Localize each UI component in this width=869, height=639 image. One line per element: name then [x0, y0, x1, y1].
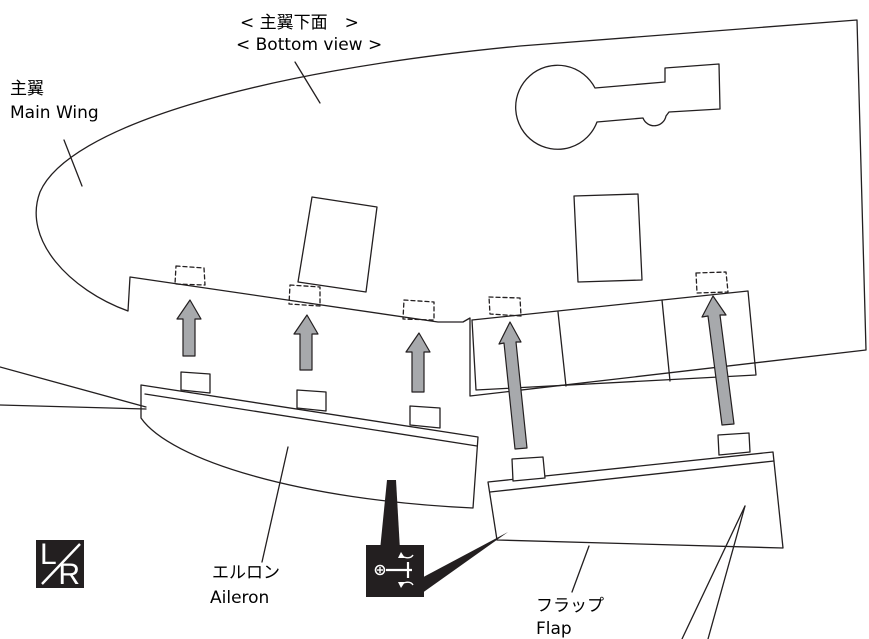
- leader-left-2: [0, 404, 147, 410]
- flap-hinge-tab: [511, 456, 546, 482]
- aileron-label-jp: エルロン: [212, 563, 280, 583]
- pointer-wedge: [380, 480, 400, 550]
- pointer-wedge: [414, 532, 508, 596]
- leader-aileron: [261, 446, 289, 563]
- servo-horn-badge: [366, 545, 424, 597]
- left-right-badge: L R: [36, 538, 84, 591]
- arrow-flap-1: [498, 321, 528, 450]
- wing-label-en: Main Wing: [10, 103, 99, 123]
- flap-label-jp: フラップ: [536, 596, 604, 616]
- arrow-aileron-1: [176, 299, 202, 357]
- insertion-arrows: [176, 295, 735, 450]
- wing-opening-left: [297, 196, 378, 293]
- lr-badge-left-letter: L: [40, 538, 57, 571]
- lr-badge-slash: [41, 543, 81, 585]
- arrow-aileron-3: [405, 332, 431, 393]
- leader-wing: [63, 139, 83, 187]
- flap-slot: [471, 290, 757, 391]
- servo-hatch: [515, 63, 721, 150]
- hinge-slot-markers: [174, 265, 729, 321]
- view-label-en: < Bottom view >: [236, 35, 383, 55]
- leader-view: [294, 61, 321, 104]
- flap-label-en: Flap: [536, 619, 572, 639]
- aileron-piece: [140, 384, 479, 509]
- wing-opening-right: [573, 193, 643, 283]
- leader-flap: [571, 545, 590, 593]
- aileron-hinge-tab: [180, 371, 211, 394]
- leader-left-1: [0, 366, 147, 408]
- aileron-hinge-tab: [409, 405, 441, 429]
- flap-piece: [487, 451, 784, 549]
- arrow-aileron-2: [293, 314, 319, 371]
- aileron-hinge-tab: [296, 389, 327, 412]
- main-wing-outline: [35, 19, 867, 397]
- flap-hinge-tab: [717, 432, 751, 456]
- aileron-label-en: Aileron: [210, 588, 270, 608]
- arrow-flap-2: [701, 295, 735, 426]
- leader-bottom-2: [707, 505, 746, 639]
- lr-badge-right-letter: R: [58, 558, 80, 591]
- view-label-jp: < 主翼下面 >: [240, 13, 359, 33]
- leader-bottom-1: [681, 505, 746, 639]
- wing-label-jp: 主翼: [10, 79, 44, 99]
